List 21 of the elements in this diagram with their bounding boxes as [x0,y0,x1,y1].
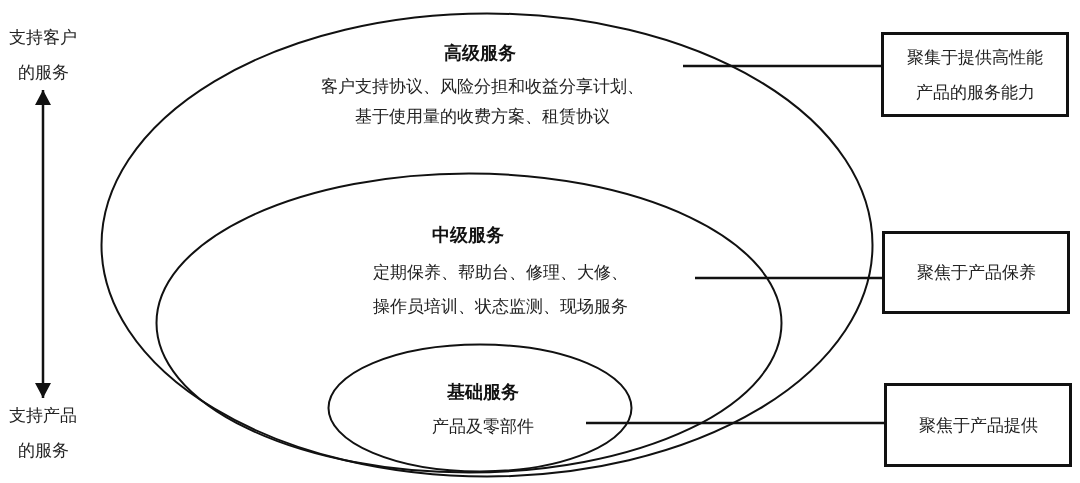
service-tier-ellipse [327,343,633,473]
tier-heading: 基础服务 [447,381,519,402]
focus-label: 聚焦于产品提供 [918,415,1038,435]
focus-label: 聚集于提供高性能产品的服务能力 [907,47,1043,102]
leader-line [586,421,884,425]
focus-label: 聚焦于产品保养 [916,263,1036,282]
tier-description: 产品及零部件 [432,417,534,436]
focus-note-box [882,231,1070,314]
focus-note-box [884,383,1072,467]
leader-line [695,276,882,280]
tier-description: 客户支持协议、风险分担和收益分享计划、基于使用量的收费方案、租赁协议 [320,77,644,126]
focus-note-box [881,32,1069,117]
service-tier-ellipse [155,172,783,474]
scale-end-label: 支持客户的服务 [6,20,80,90]
double-arrow [35,90,51,398]
tier-heading: 高级服务 [444,42,516,63]
leader-line [683,64,881,68]
scale-end-label: 支持产品的服务 [6,398,80,468]
tier-heading: 中级服务 [432,224,504,245]
tier-description: 定期保养、帮助台、修理、大修、操作员培训、状态监测、现场服务 [372,263,628,316]
service-tier-ellipse [100,12,874,478]
